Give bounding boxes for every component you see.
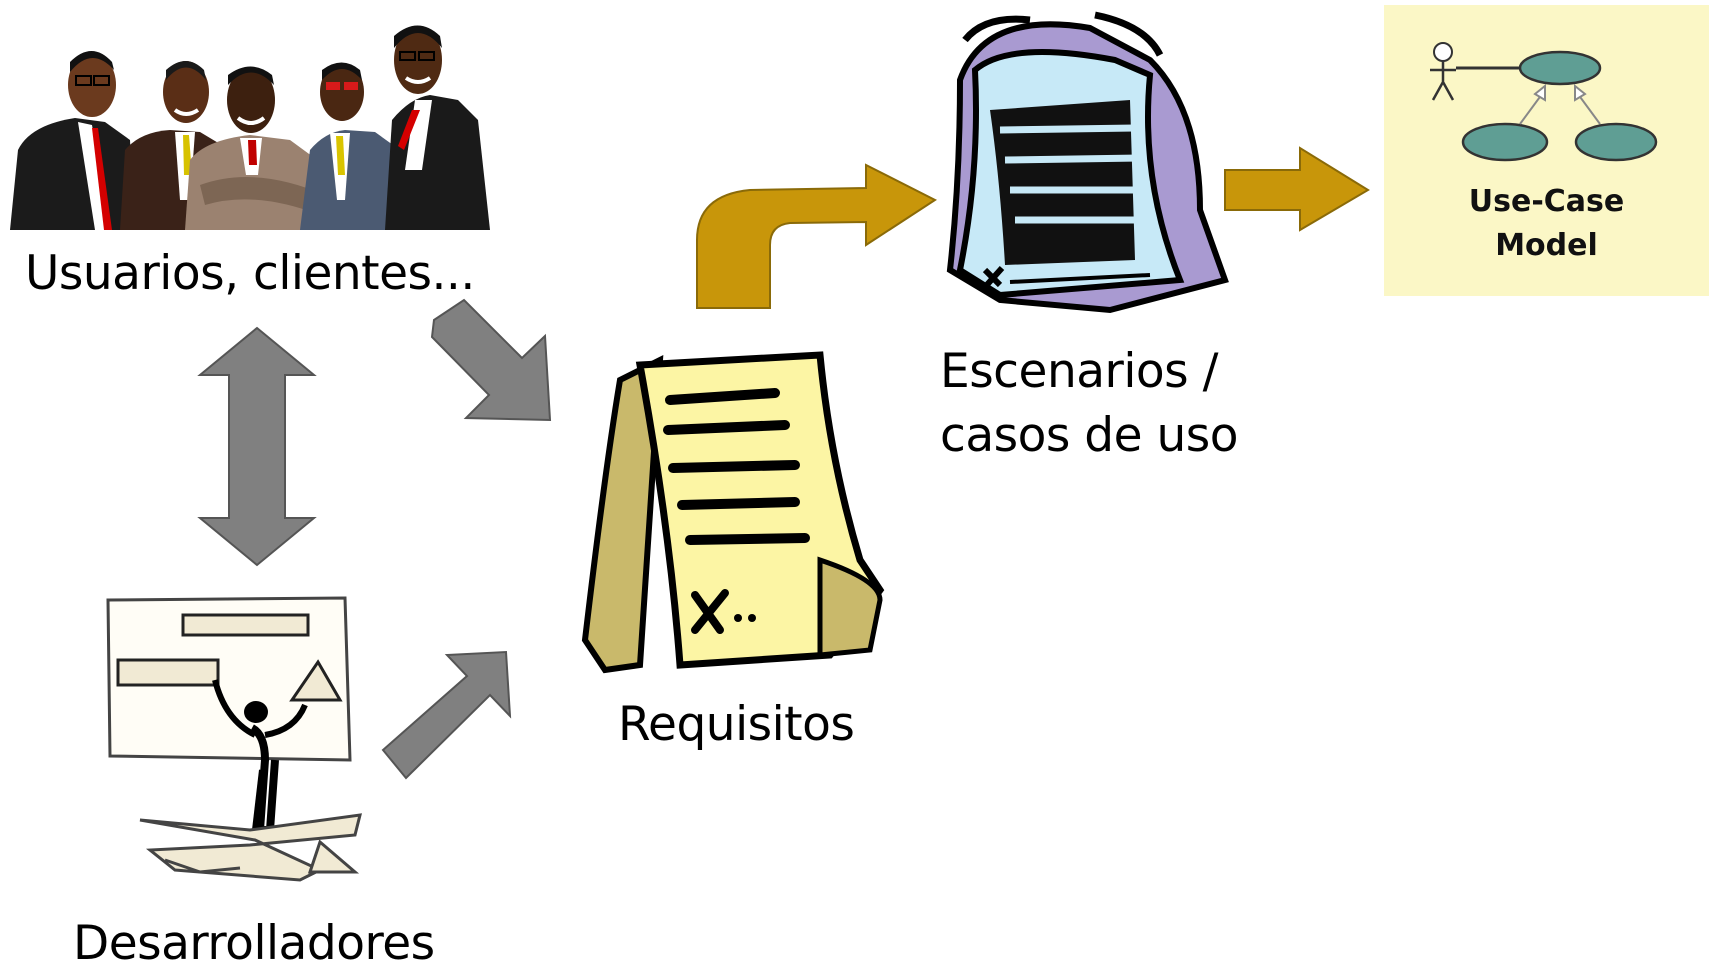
requirements-document-icon xyxy=(581,351,885,674)
developers-label: Desarrolladores xyxy=(73,916,435,971)
use-case-model-label-line2: Model xyxy=(1495,228,1598,263)
arrow-developers-to-requirements xyxy=(381,650,512,780)
developer-whiteboard-icon xyxy=(106,596,362,882)
arrow-requirements-to-scenarios xyxy=(696,163,937,309)
use-case-model-label-line1: Use-Case xyxy=(1468,184,1625,219)
scenarios-label-line2: casos de uso xyxy=(940,408,1239,463)
use-case-model-label: Use-Case Model xyxy=(1384,180,1709,268)
double-arrow-users-developers xyxy=(197,326,317,567)
arrow-scenarios-to-use-case-model xyxy=(1224,146,1370,232)
requirements-label: Requisitos xyxy=(618,697,855,752)
scenarios-label: Escenarios / casos de uso xyxy=(940,340,1239,468)
arrow-users-to-requirements xyxy=(430,298,552,422)
scenarios-label-line1: Escenarios / xyxy=(940,344,1218,399)
business-people-icon xyxy=(10,25,490,230)
scenario-scroll-icon xyxy=(946,11,1229,314)
users-label: Usuarios, clientes... xyxy=(25,246,475,301)
use-case-diagram-icon xyxy=(1430,42,1658,162)
